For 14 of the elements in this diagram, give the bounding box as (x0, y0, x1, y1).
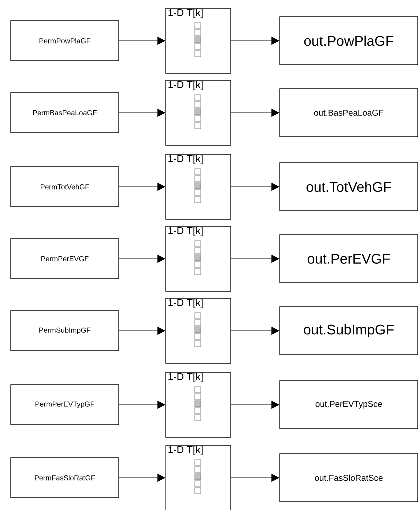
lookup-table-block: 1-D T[k] (166, 8, 232, 74)
output-block: out.BasPeaLoaGF (280, 88, 418, 138)
output-block: out.SubImpGF (280, 306, 418, 356)
output-block: out.PerEVTypSce (280, 380, 418, 430)
output-block: out.PowPlaGF (280, 16, 418, 66)
output-block: out.TotVehGF (280, 162, 418, 212)
output-block: out.FasSloRatSce (280, 454, 418, 502)
lookup-table-block: 1-D T[k] (166, 80, 232, 146)
lookup-table-block: 1-D T[k] (166, 298, 232, 364)
lookup-table-block: 1-D T[k] (166, 445, 232, 510)
lookup-table-block: 1-D T[k] (166, 372, 232, 438)
lookup-table-block: 1-D T[k] (166, 226, 232, 292)
output-block: out.PerEVGF (280, 234, 418, 284)
lookup-table-block: 1-D T[k] (166, 154, 232, 220)
